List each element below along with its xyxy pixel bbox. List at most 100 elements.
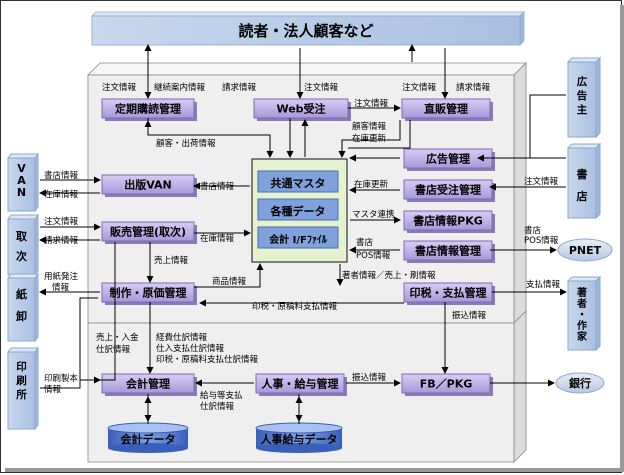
oval-bank: 銀行 [555, 372, 605, 394]
svg-text:振込情報: 振込情報 [352, 372, 387, 383]
svg-text:著者・作家: 著者・作家 [576, 286, 588, 343]
process-jinji: 人事・給与管理 [255, 373, 347, 396]
svg-text:情報: 情報 [52, 282, 70, 293]
svg-text:書店情報: 書店情報 [200, 181, 235, 192]
svg-text:銀行: 銀行 [569, 376, 591, 390]
process-label: 広告管理 [426, 152, 470, 166]
customers-banner: 読者・法人顧客など [91, 11, 525, 46]
process-label: 書店受注管理 [415, 183, 481, 197]
process-box [255, 373, 345, 394]
process-shoten-kanri: 書店情報管理 [403, 240, 495, 263]
center-if: 会計 I/Fﾌｧｲﾙ [269, 233, 328, 246]
central-store: 共通マスタ 各種データ 会計 I/Fﾌｧｲﾙ [251, 158, 348, 263]
svg-text:請求情報: 請求情報 [44, 235, 79, 246]
process-koukoku: 広告管理 [403, 148, 495, 171]
svg-text:人事給与データ: 人事給与データ [261, 432, 338, 446]
process-fb: FB／PKG [401, 373, 493, 396]
svg-text:継続案内情報: 継続案内情報 [154, 82, 206, 93]
entity-insatsujo: 印刷所 [7, 346, 39, 431]
process-shoten-pkg: 書店情報PKG [403, 210, 495, 233]
svg-text:印税・原稿料支払仕訳情報: 印税・原稿料支払仕訳情報 [156, 354, 259, 365]
svg-text:PNET: PNET [569, 244, 602, 257]
svg-text:顧客情報: 顧客情報 [352, 121, 387, 132]
svg-text:マスタ連携: マスタ連携 [352, 209, 395, 220]
svg-text:広告主: 広告主 [577, 75, 588, 116]
process-chokuhan: 直販管理 [401, 98, 493, 121]
svg-text:取次: 取次 [16, 230, 27, 263]
svg-text:仕訳情報: 仕訳情報 [200, 401, 235, 412]
svg-text:売上・入金: 売上・入金 [96, 332, 139, 343]
process-kaikei: 会計管理 [101, 373, 197, 396]
svg-text:在庫更新: 在庫更新 [354, 179, 389, 190]
svg-text:注文情報: 注文情報 [402, 82, 437, 93]
svg-text:売上情報: 売上情報 [154, 255, 189, 266]
process-label: 印税・支払管理 [410, 286, 487, 300]
process-hanbai: 販売管理(取次) [101, 221, 197, 244]
svg-text:経費仕訳情報: 経費仕訳情報 [156, 332, 208, 343]
svg-text:注文情報: 注文情報 [354, 98, 389, 109]
db-kaikei: 会計データ [107, 422, 189, 453]
svg-text:書店: 書店 [524, 225, 542, 236]
process-label: 制作・原価管理 [110, 286, 187, 300]
svg-text:印税・原稿料支払情報: 印税・原稿料支払情報 [252, 301, 338, 312]
process-label: 書店情報管理 [415, 244, 481, 258]
svg-text:支払情報: 支払情報 [526, 279, 561, 290]
svg-text:注文情報: 注文情報 [102, 82, 137, 93]
svg-text:振込情報: 振込情報 [452, 310, 487, 321]
svg-text:紙卸: 紙卸 [16, 287, 27, 323]
svg-text:書店情報: 書店情報 [44, 170, 79, 181]
process-shuppan-van: 出版VAN [101, 174, 197, 197]
svg-text:請求情報: 請求情報 [222, 82, 257, 93]
svg-text:顧客・出荷情報: 顧客・出荷情報 [156, 138, 216, 149]
center-data: 各種データ [270, 204, 326, 218]
process-label: 販売管理(取次) [110, 225, 186, 239]
process-box [403, 210, 493, 231]
svg-text:書店: 書店 [577, 167, 588, 203]
svg-text:会計データ: 会計データ [121, 432, 176, 446]
svg-text:注文情報: 注文情報 [44, 216, 79, 227]
center-master: 共通マスタ [271, 176, 326, 190]
svg-text:用紙発注: 用紙発注 [44, 271, 79, 282]
svg-text:POS情報: POS情報 [356, 250, 391, 261]
process-web: Web受注 [253, 98, 351, 121]
process-label: 定期購読管理 [115, 102, 181, 116]
process-shoten-juchu: 書店受注管理 [403, 179, 495, 202]
svg-text:情報: 情報 [44, 384, 62, 395]
process-label: 直販管理 [424, 102, 468, 116]
entity-chosha: 著者・作家 [566, 275, 602, 352]
entity-kamioroshi: 紙卸 [7, 272, 39, 343]
svg-text:請求情報: 請求情報 [456, 82, 491, 93]
process-box [101, 282, 195, 303]
arrows [39, 44, 567, 424]
process-label: FB／PKG [420, 378, 473, 391]
frame-shadow-right [620, 5, 624, 472]
svg-text:在庫更新: 在庫更新 [352, 133, 387, 144]
customers-label: 読者・法人顧客など [238, 22, 373, 40]
svg-text:注文情報: 注文情報 [304, 82, 339, 93]
svg-text:著者情報／売上・刷情報: 著者情報／売上・刷情報 [342, 270, 436, 281]
process-label: Web受注 [276, 102, 325, 116]
process-box [101, 373, 195, 394]
svg-text:印刷所: 印刷所 [16, 361, 27, 401]
svg-text:書店: 書店 [356, 237, 374, 248]
svg-text:注文情報: 注文情報 [524, 176, 559, 187]
svg-text:仕入支払仕訳情報: 仕入支払仕訳情報 [156, 343, 225, 354]
frame-shadow [5, 468, 624, 472]
svg-text:給与等支払: 給与等支払 [200, 390, 243, 401]
svg-text:印刷製本: 印刷製本 [44, 373, 79, 384]
process-label: 書店情報PKG [413, 214, 483, 228]
db-jinji: 人事給与データ [255, 422, 343, 453]
svg-text:POS情報: POS情報 [524, 235, 559, 246]
process-label: 会計管理 [126, 377, 170, 391]
process-seisaku: 制作・原価管理 [101, 282, 197, 305]
process-teiki: 定期購読管理 [101, 98, 197, 121]
svg-text:在庫情報: 在庫情報 [200, 233, 235, 244]
svg-text:在庫情報: 在庫情報 [44, 189, 79, 200]
oval-pnet: PNET [557, 238, 613, 262]
entity-shoten: 書店 [566, 142, 602, 220]
entity-koukokunushi: 広告主 [566, 56, 602, 139]
process-inzei: 印税・支払管理 [403, 282, 495, 305]
